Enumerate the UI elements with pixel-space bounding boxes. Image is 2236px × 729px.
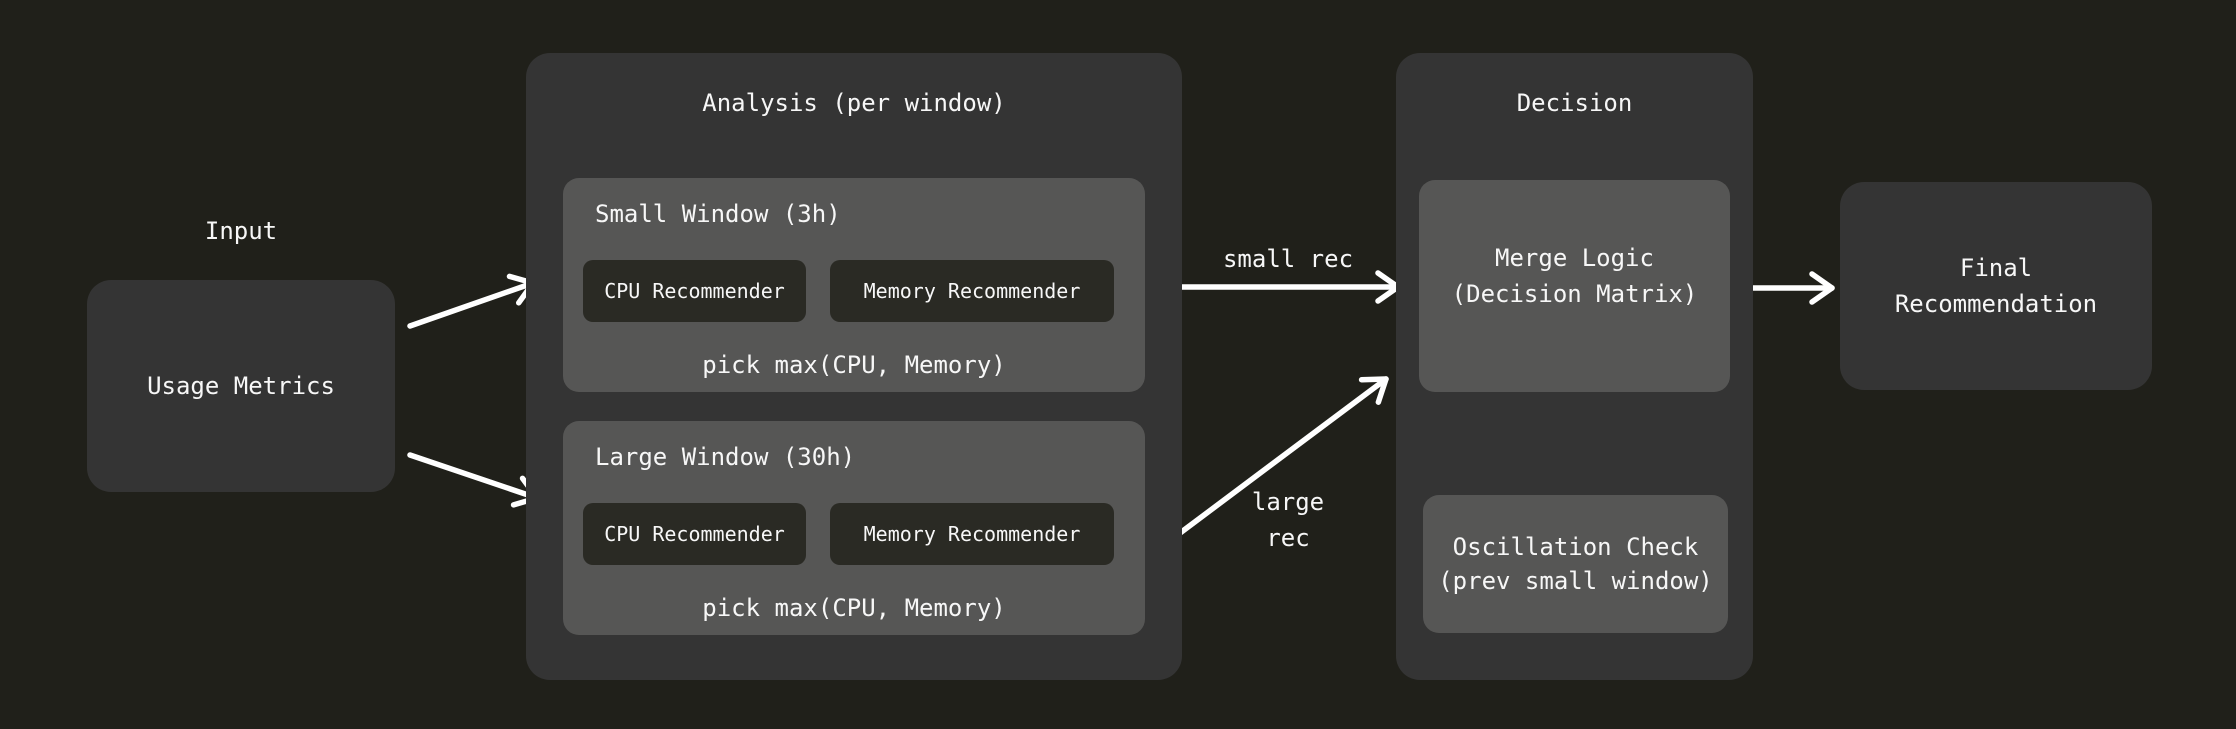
input-section-label: Input [204, 217, 278, 245]
oscillation-check-label-line2: (prev small window) [1438, 567, 1713, 595]
final-recommendation-label-line2: Recommendation [1894, 290, 2098, 318]
final-recommendation-label-line1: Final [1959, 254, 2033, 282]
usage-metrics-label: Usage Metrics [147, 372, 335, 400]
small-window-footer: pick max(CPU, Memory) [702, 351, 1006, 379]
arrow-usage-to-small-window [407, 273, 536, 329]
large-window-footer: pick max(CPU, Memory) [702, 594, 1006, 622]
analysis-title: Analysis (per window) [702, 89, 1006, 117]
large-cpu-recommender-label: CPU Recommender [604, 522, 785, 546]
large-rec-edge-label-line1: large [1251, 488, 1325, 516]
decision-container: Decision Merge Logic (Decision Matrix) O… [1396, 53, 1753, 680]
oscillation-check-label-line1: Oscillation Check [1452, 533, 1699, 561]
decision-title: Decision [1516, 89, 1633, 117]
large-window-title: Large Window (30h) [595, 443, 856, 471]
small-window-title: Small Window (3h) [595, 200, 841, 228]
small-cpu-recommender-chip: CPU Recommender [583, 260, 806, 322]
small-cpu-recommender-label: CPU Recommender [604, 279, 785, 303]
merge-logic-node: Merge Logic (Decision Matrix) [1419, 180, 1730, 392]
large-cpu-recommender-chip: CPU Recommender [583, 503, 806, 565]
small-window-node: Small Window (3h) CPU Recommender Memory… [563, 178, 1145, 392]
final-recommendation-node: Final Recommendation [1840, 182, 2152, 390]
arrow-usage-to-large-window [407, 452, 540, 508]
small-memory-recommender-chip: Memory Recommender [830, 260, 1114, 322]
large-memory-recommender-label: Memory Recommender [863, 522, 1081, 546]
merge-logic-label-line2: (Decision Matrix) [1451, 280, 1698, 308]
large-window-node: Large Window (30h) CPU Recommender Memor… [563, 421, 1145, 635]
usage-metrics-node: Usage Metrics [87, 280, 395, 492]
small-memory-recommender-label: Memory Recommender [863, 279, 1081, 303]
large-memory-recommender-chip: Memory Recommender [830, 503, 1114, 565]
analysis-container: Analysis (per window) Small Window (3h) … [526, 53, 1182, 680]
small-rec-edge-label: small rec [1222, 245, 1354, 273]
large-rec-edge-label-line2: rec [1266, 524, 1310, 552]
oscillation-check-node: Oscillation Check (prev small window) [1423, 495, 1728, 633]
arrow-small-rec [1152, 270, 1401, 304]
merge-logic-label-line1: Merge Logic [1495, 244, 1654, 272]
large-rec-edge-label: large rec [1252, 484, 1324, 556]
